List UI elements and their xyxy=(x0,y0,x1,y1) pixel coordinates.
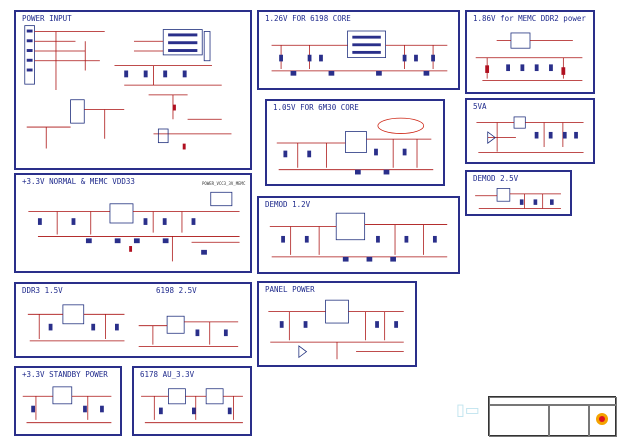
title-block-cell xyxy=(489,405,549,437)
panel-title: 1.26V FOR 6198 CORE xyxy=(265,14,351,23)
panel-title: DEMOD 2.5V xyxy=(473,174,519,183)
company-logo-icon xyxy=(596,413,608,425)
panel-sublabel: POWER_VCC3_3V_MEMC xyxy=(202,181,246,186)
demod-12v-schematic xyxy=(269,212,448,262)
panel-au-33v: 6178 AU_3.3V xyxy=(132,366,252,436)
au-33v-schematic xyxy=(141,388,243,424)
panel-title: 6178 AU_3.3V xyxy=(140,370,195,379)
normal-33v-schematic xyxy=(28,191,240,262)
panel-title: 1.05V FOR 6M30 CORE xyxy=(273,103,359,112)
panel-title: 1.86V for MEMC DDR2 power xyxy=(473,14,586,23)
memc-186v-schematic xyxy=(475,32,583,81)
panel-demod-25v: DEMOD 2.5V xyxy=(465,170,572,216)
watermark-logo: ▯▭ xyxy=(456,400,480,419)
panel-title: 5VA xyxy=(473,102,487,111)
core-105v-schematic xyxy=(276,117,434,175)
panel-memc-186v: 1.86V for MEMC DDR2 power xyxy=(465,10,595,94)
ddr3-schematic xyxy=(27,304,239,347)
title-block-cell xyxy=(589,405,617,437)
panel-5va: 5VA xyxy=(465,98,595,164)
panel-standby-33v: +3.3V STANDBY POWER xyxy=(14,366,122,436)
panel-title-secondary: 6198 2.5V xyxy=(156,286,197,295)
standby-schematic xyxy=(22,386,112,424)
title-block-cell xyxy=(549,405,589,437)
panel-ddr3-15v: DDR3 1.5V 6198 2.5V xyxy=(14,282,252,358)
title-block-cell xyxy=(489,397,617,405)
panel-title: DDR3 1.5V xyxy=(22,286,63,295)
drawing-title-block xyxy=(488,396,617,437)
panel-title: DEMOD 1.2V xyxy=(265,200,311,209)
panel-title: POWER INPUT xyxy=(22,14,72,23)
panel-panel-power: PANEL POWER xyxy=(257,281,417,367)
panel-power-input: POWER INPUT xyxy=(14,10,252,170)
panel-demod-12v: DEMOD 1.2V xyxy=(257,196,460,274)
demod-25v-schematic xyxy=(475,188,561,209)
core-126v-schematic xyxy=(271,30,448,76)
panel-core-105v: 1.05V FOR 6M30 CORE xyxy=(265,99,445,186)
panel-power-schematic xyxy=(268,299,404,360)
panel-title: +3.3V STANDBY POWER xyxy=(22,370,108,379)
power-input-schematic xyxy=(24,25,232,150)
5va-schematic xyxy=(476,116,584,153)
panel-title: PANEL POWER xyxy=(265,285,315,294)
panel-normal-33v: +3.3V NORMAL & MEMC VDD33 POWER_VCC3_3V_… xyxy=(14,173,252,273)
panel-title: +3.3V NORMAL & MEMC VDD33 xyxy=(22,177,135,186)
panel-core-126v: 1.26V FOR 6198 CORE xyxy=(257,10,460,90)
